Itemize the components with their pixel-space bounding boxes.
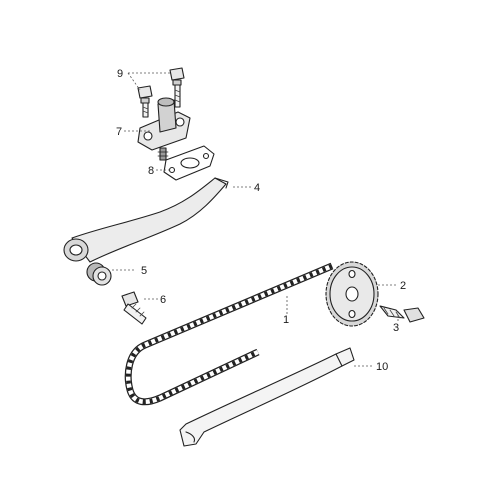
callout-7: 7	[116, 126, 122, 138]
callout-5: 5	[141, 265, 147, 277]
callout-4: 4	[254, 182, 260, 194]
callout-10: 10	[376, 361, 388, 373]
leader-lines	[112, 72, 399, 367]
tensioner-bolt-upper	[169, 67, 185, 108]
timing-chain	[124, 262, 334, 406]
callout-2: 2	[400, 280, 406, 292]
guide-pivot-bolt	[121, 291, 147, 325]
chain-tensioner-guide	[63, 177, 229, 263]
tensioner-bolt-lower	[137, 85, 153, 118]
callout-8: 8	[148, 165, 154, 177]
cam-sprocket	[325, 261, 379, 327]
tensioner-gasket	[163, 145, 215, 181]
callout-3: 3	[393, 322, 399, 334]
sprocket-bolt	[379, 305, 425, 323]
callout-9: 9	[117, 68, 123, 80]
chain-tensioner	[137, 97, 191, 161]
callout-6: 6	[160, 294, 166, 306]
guide-bushing	[86, 262, 112, 286]
callout-1: 1	[283, 314, 289, 326]
chain-guide	[179, 347, 355, 447]
